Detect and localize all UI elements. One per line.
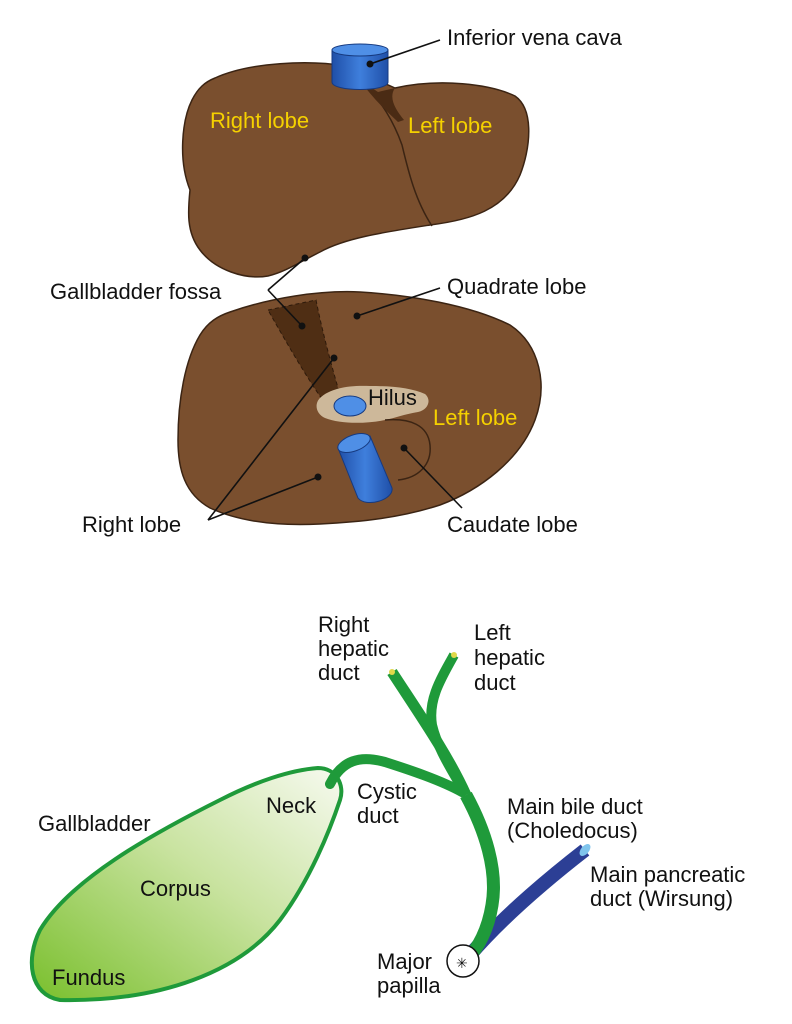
right-lobe-leader-2 xyxy=(207,476,319,521)
main-pancreatic-duct-label-1: Main pancreatic xyxy=(590,862,745,887)
liver-front-view: Right lobe Left lobe Inferior vena cava xyxy=(181,25,623,278)
fossa-leader-up xyxy=(267,257,306,291)
inferior-ivc-vessel xyxy=(337,432,393,503)
quadrate-leader xyxy=(356,287,441,317)
main-pancreatic-duct-label-2: duct (Wirsung) xyxy=(590,886,733,911)
biliary-tree: ✳ Right hepatic duct Left hepatic duct C… xyxy=(29,612,745,1003)
cystic-duct-label-1: Cystic xyxy=(357,779,417,804)
gallbladder-shape xyxy=(29,765,344,1003)
right-hepatic-duct-label-3: duct xyxy=(318,660,360,685)
left-hepatic-duct-label-3: duct xyxy=(474,670,516,695)
front-right-lobe-label: Right lobe xyxy=(210,108,309,133)
major-papilla-circle xyxy=(446,944,480,978)
left-hepatic-duct-label-2: hepatic xyxy=(474,645,545,670)
left-hepatic-duct-path xyxy=(426,652,471,798)
fossa-leader-down xyxy=(267,289,303,327)
right-lobe-leader-1 xyxy=(207,357,335,521)
ivc-groove xyxy=(360,80,404,122)
right-hepatic-duct-label-1: Right xyxy=(318,612,369,637)
caudate-leader-dot xyxy=(400,444,408,452)
cystic-duct-label-2: duct xyxy=(357,803,399,828)
right-lobe-leader-dot-2 xyxy=(314,473,322,481)
left-duct-end xyxy=(451,652,457,658)
hilus-label: Hilus xyxy=(368,385,417,410)
left-hepatic-duct-label-1: Left xyxy=(474,620,511,645)
inferior-left-lobe-label: Left lobe xyxy=(433,405,517,430)
main-bile-duct-label-2: (Choledocus) xyxy=(507,818,638,843)
corpus-label: Corpus xyxy=(140,876,211,901)
gallbladder-fossa-label: Gallbladder fossa xyxy=(50,279,222,304)
gallbladder-label: Gallbladder xyxy=(38,811,151,836)
front-left-lobe-label: Left lobe xyxy=(408,113,492,138)
caudate-leader xyxy=(403,447,463,509)
inferior-vena-cava-label: Inferior vena cava xyxy=(447,25,623,50)
right-duct-end xyxy=(389,669,395,675)
caudate-lobe-outline xyxy=(384,418,431,481)
quadrate-lobe-label: Quadrate lobe xyxy=(447,274,586,299)
caudate-lobe-label: Caudate lobe xyxy=(447,512,578,537)
inferior-right-lobe-label: Right lobe xyxy=(82,512,181,537)
ivc-leader-dot xyxy=(366,60,374,68)
main-bile-duct-path xyxy=(460,791,500,963)
neck-label: Neck xyxy=(266,793,317,818)
ivc-leader xyxy=(369,39,441,65)
quadrate-leader-dot xyxy=(353,312,361,320)
main-bile-duct-label-1: Main bile duct xyxy=(507,794,643,819)
right-hepatic-duct-label-2: hepatic xyxy=(318,636,389,661)
fundus-label: Fundus xyxy=(52,965,125,990)
pancreatic-duct-end xyxy=(579,844,591,856)
portal-vein xyxy=(333,395,367,417)
liver-inferior-view: Gallbladder fossa Quadrate lobe Hilus Le… xyxy=(50,254,586,537)
major-papilla-label-2: papilla xyxy=(377,973,441,998)
liver-front-shape xyxy=(181,62,530,278)
fossa-leader-dot-down xyxy=(298,322,306,330)
major-papilla-label-1: Major xyxy=(377,949,432,974)
right-lobe-leader-dot-1 xyxy=(330,354,338,362)
fossa-leader-dot-up xyxy=(301,254,309,262)
cystic-duct-path xyxy=(325,754,467,797)
inferior-vena-cava-vessel xyxy=(331,43,389,90)
papilla-asterisk-icon: ✳ xyxy=(456,956,468,972)
